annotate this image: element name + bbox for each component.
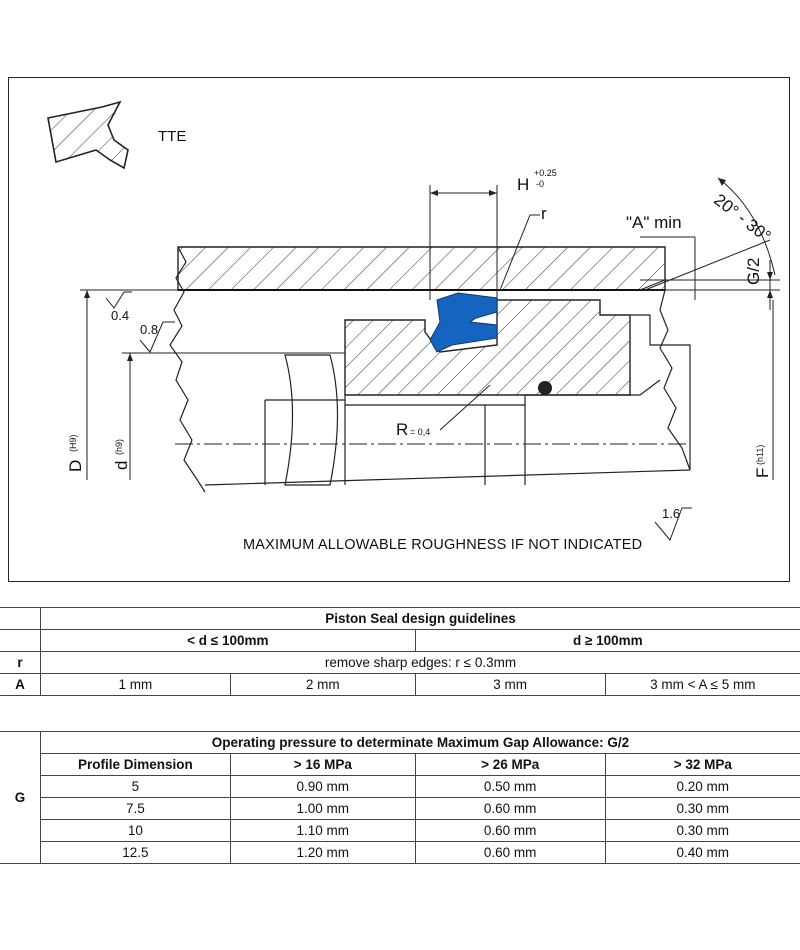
gap-allowance-table: G Operating pressure to determinate Maxi…	[0, 731, 800, 864]
cylinder-wall	[177, 246, 666, 291]
table1-a-value: 3 mm < A ≤ 5 mm	[604, 673, 800, 696]
table1-a-value: 1 mm	[39, 673, 231, 696]
F-label: F	[753, 467, 772, 478]
piston-rod	[284, 354, 339, 486]
R-label: R	[396, 420, 409, 439]
h-tolerance-upper: +0.25	[534, 168, 557, 178]
table-cell: 0.60 mm	[414, 797, 606, 820]
oring-icon	[538, 381, 552, 395]
table2-header: > 26 MPa	[414, 753, 606, 776]
D-fit: (H9)	[68, 434, 78, 453]
table-cell: 7.5	[39, 797, 231, 820]
table1-a-label: A	[0, 673, 41, 696]
table-cell: 1.10 mm	[229, 819, 416, 842]
g2-label: G/2	[744, 257, 763, 285]
seal-housing-drawing	[47, 100, 780, 541]
D-label: D	[66, 459, 85, 472]
roughness-symbol-08	[139, 321, 175, 353]
table1-a-value: 3 mm	[414, 673, 606, 696]
roughness-08-label: 0.8	[140, 322, 159, 337]
seal-profile	[429, 292, 498, 353]
table-cell: 12.5	[39, 841, 231, 864]
table1-r-value: remove sharp edges: r ≤ 0.3mm	[39, 651, 800, 674]
table-cell: 0.50 mm	[414, 775, 606, 798]
table1-r-label: r	[0, 651, 41, 674]
table-cell: 0.60 mm	[414, 841, 606, 864]
h-dimension-label: H	[517, 175, 530, 194]
table2-g-label: G	[0, 731, 41, 864]
table-cell: 1.00 mm	[229, 797, 416, 820]
roughness-caption: MAXIMUM ALLOWABLE ROUGHNESS IF NOT INDIC…	[243, 537, 643, 553]
profile-label: TTE	[158, 128, 187, 145]
table-cell: 1.20 mm	[229, 841, 416, 864]
table2-header: Profile Dimension	[39, 753, 231, 776]
table-cell: 0.90 mm	[229, 775, 416, 798]
table1-a-value: 2 mm	[229, 673, 416, 696]
table-cell: 0.40 mm	[604, 841, 800, 864]
table1-col-large: d ≥ 100mm	[414, 629, 800, 652]
table-cell: 0.20 mm	[604, 775, 800, 798]
r-label: r	[541, 204, 547, 223]
break-line-left	[169, 246, 206, 493]
R-value: = 0,4	[410, 427, 431, 437]
table-cell: 0.30 mm	[604, 797, 800, 820]
break-line-right	[659, 289, 691, 471]
table-row: 12.5 1.20 mm 0.60 mm 0.40 mm	[0, 841, 800, 864]
F-fit: (h11)	[755, 444, 765, 465]
table-cell: 10	[39, 819, 231, 842]
table-row: 10 1.10 mm 0.60 mm 0.30 mm	[0, 819, 800, 842]
table-row: 7.5 1.00 mm 0.60 mm 0.30 mm	[0, 797, 800, 820]
roughness-symbol-16	[654, 507, 692, 541]
table2-header: > 32 MPa	[604, 753, 800, 776]
table-cell: 5	[39, 775, 231, 798]
table-row: 5 0.90 mm 0.50 mm 0.20 mm	[0, 775, 800, 798]
a-min-label: "A" min	[626, 213, 682, 232]
table-cell: 0.60 mm	[414, 819, 606, 842]
roughness-04-label: 0.4	[111, 308, 130, 323]
table1-col-small: < d ≤ 100mm	[39, 629, 416, 652]
d-label: d	[112, 460, 131, 470]
table-cell: 0.30 mm	[604, 819, 800, 842]
table2-header: > 16 MPa	[229, 753, 416, 776]
roughness-16-label: 1.6	[662, 506, 681, 521]
roughness-symbol-04	[105, 291, 132, 309]
table1-title: Piston Seal design guidelines	[39, 607, 800, 630]
h-tolerance-lower: -0	[536, 179, 545, 189]
design-guidelines-table: Piston Seal design guidelines < d ≤ 100m…	[0, 607, 800, 696]
table2-title: Operating pressure to determinate Maximu…	[39, 731, 800, 754]
d-fit: (h9)	[114, 438, 124, 455]
profile-icon	[47, 100, 129, 170]
